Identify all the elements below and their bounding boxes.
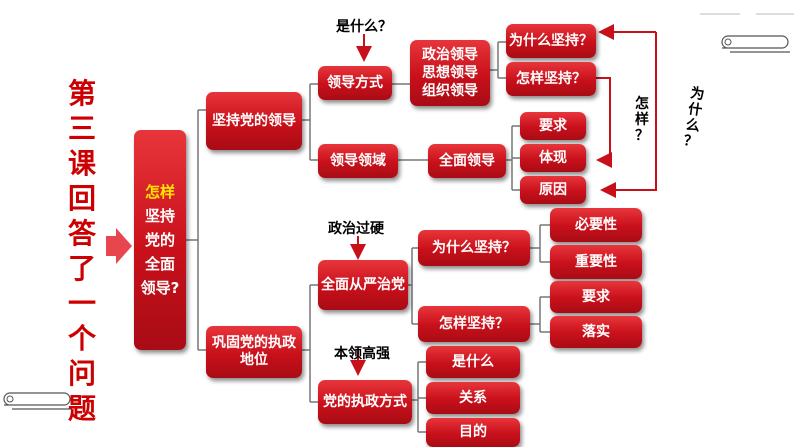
pointer-arrow xyxy=(106,228,132,264)
node-strict-governance: 全面从严治党 xyxy=(318,260,408,310)
politics-hard-label: 政治过硬 xyxy=(328,218,384,238)
skills-strong-label: 本领高强 xyxy=(334,343,390,363)
node-leadership-types: 政治领导 思想领导 组织领导 xyxy=(410,40,490,106)
leadership-type: 组织领导 xyxy=(422,82,478,100)
node-necessity: 必要性 xyxy=(550,208,642,242)
node-ruling-relation: 关系 xyxy=(426,382,520,414)
node-leadership-mode: 领导方式 xyxy=(318,66,392,100)
how-question-char: 样 xyxy=(634,112,650,128)
root-line: 全面 xyxy=(145,252,175,276)
node-field-reason: 原因 xyxy=(520,176,586,204)
node-strict-how: 怎样坚持？ xyxy=(418,306,530,342)
node-ruling-what: 是什么 xyxy=(426,346,520,378)
node-ruling-purpose: 目的 xyxy=(426,418,520,447)
root-highlight: 怎样 xyxy=(145,180,175,204)
node-importance: 重要性 xyxy=(550,245,642,279)
how-question-char: 怎 xyxy=(634,96,650,112)
how-question-label: 怎 样 ？ xyxy=(634,96,650,144)
root-box: 怎样 坚持 党的 全面 领导? xyxy=(134,130,186,350)
node-strict-why: 为什么坚持？ xyxy=(418,230,530,266)
node-how-persist: 怎样坚持？ xyxy=(506,62,596,96)
what-is-label: 是什么？ xyxy=(336,16,392,36)
why-question-char: ？ xyxy=(682,133,700,151)
node-persist-leadership: 坚持党的领导 xyxy=(206,92,302,150)
root-line: 党的 xyxy=(145,228,175,252)
root-line: 领导? xyxy=(141,276,180,300)
node-ruling-mode: 党的执政方式 xyxy=(318,380,412,424)
node-why-persist: 为什么坚持？ xyxy=(506,24,596,58)
how-question-char: ？ xyxy=(634,128,650,144)
leadership-type: 思想领导 xyxy=(422,64,478,82)
node-field-requirement: 要求 xyxy=(520,112,586,140)
node-implementation: 落实 xyxy=(550,316,642,348)
leadership-type: 政治领导 xyxy=(422,46,478,64)
node-leadership-field: 领导领域 xyxy=(318,144,398,178)
node-full-leadership: 全面领导 xyxy=(428,144,506,178)
root-line: 坚持 xyxy=(145,204,175,228)
node-field-embodiment: 体现 xyxy=(520,144,586,172)
node-strict-requirement: 要求 xyxy=(550,281,642,313)
node-consolidate-ruling: 巩固党的执政地位 xyxy=(206,326,302,378)
